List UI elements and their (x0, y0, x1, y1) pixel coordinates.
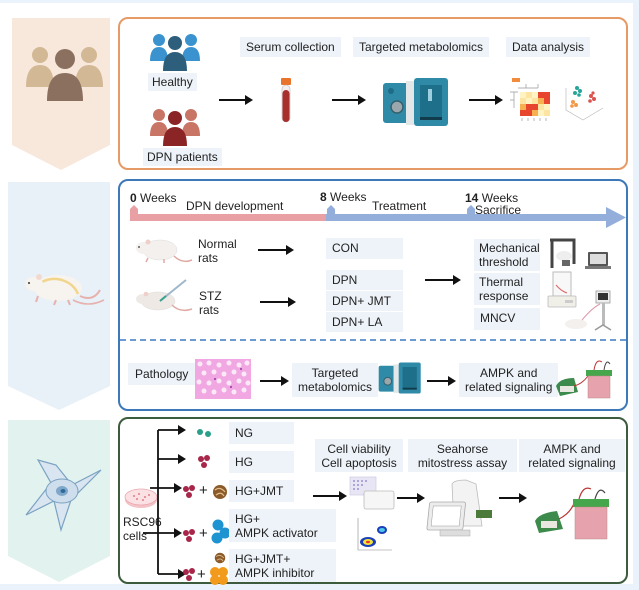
pathology-label: Pathology (128, 363, 196, 385)
timeline-mid-tick (327, 205, 335, 221)
assay-ampk-signaling: AMPK and related signaling (519, 439, 625, 472)
phase-dpn-development: DPN development (186, 199, 284, 213)
plate-reader-icon (349, 476, 395, 510)
arrow-to-data-analysis (469, 95, 503, 105)
arrow-groups-to-tests (425, 275, 461, 285)
pathology-histology-image (195, 359, 251, 399)
timeline-development-segment (130, 214, 326, 221)
healthy-group-icon (150, 34, 200, 71)
rat-mass-spectrometer-icon (378, 362, 421, 394)
arrow-normal-to-con (258, 245, 294, 255)
hg-glucose-icon (198, 455, 210, 468)
jmt-herb-icon (213, 485, 227, 499)
test-mechanical-threshold: Mechanical threshold (474, 239, 540, 271)
rat-icon (25, 274, 105, 306)
rat-section-divider (120, 339, 626, 341)
arrow-seahorse-to-ampk (499, 493, 527, 503)
arrow-conditions-to-assays (313, 491, 347, 501)
western-blot-electrophoresis-icon (535, 487, 609, 540)
arrow-metabolomics-to-ampk (427, 376, 456, 386)
group-dpn: DPN (326, 270, 403, 290)
test-thermal-response: Thermal response (474, 273, 540, 305)
condition-ng: NG (229, 422, 294, 444)
timeline-end-label: 14 Weeks (465, 191, 518, 205)
blood-tube-icon (281, 78, 291, 123)
rsc96-cells-label: RSC96 cells (123, 515, 162, 543)
arrow-to-serum (219, 95, 253, 105)
3d-scatter-icon (565, 86, 604, 121)
timeline-end-weeks: 14 (465, 191, 479, 205)
condition-hg-jmt-ampk-inhibitor: HG+JMT+ AMPK inhibitor (229, 549, 336, 582)
normal-rat-icon (136, 239, 193, 263)
timeline-mid-label: 8 Weeks (320, 190, 367, 204)
von-frey-apparatus-icon (550, 238, 611, 269)
stz-rat-injection-icon (136, 279, 193, 312)
test-mncv: MNCV (474, 308, 540, 330)
timeline-mid-weeks: 8 (320, 190, 327, 204)
jmt-herb-icon-2 (214, 552, 226, 564)
arrow-to-metabolomics (332, 95, 366, 105)
stz-rats-label: STZ rats (199, 289, 222, 317)
condition-hg-jmt: HG+JMT (229, 480, 294, 502)
hg-glucose-icon-3 (183, 529, 195, 542)
mass-spectrometer-icon (383, 78, 448, 126)
step-targeted-metabolomics: Targeted metabolomics (353, 37, 490, 57)
group-dpn-jmt: DPN+ JMT (326, 291, 403, 311)
hg-glucose-icon-4 (183, 568, 195, 581)
timeline-start-weeks: 0 (130, 191, 137, 205)
thermal-plate-icon (547, 271, 577, 308)
rat-ampk-signaling-label: AMPK and related signaling (459, 363, 559, 397)
timeline-start-unit: Weeks (140, 191, 177, 205)
dpn-patients-group-icon (150, 109, 200, 146)
dpn-patients-label: DPN patients (143, 148, 222, 166)
plus-sign: + (199, 482, 208, 499)
arrow-pathology-to-metabolomics (260, 376, 289, 386)
condition-hg-ampk-activator: HG+ AMPK activator (229, 509, 336, 542)
condition-branch-lines (143, 425, 186, 579)
phase-treatment: Treatment (372, 199, 427, 213)
timeline-end-unit: Weeks (481, 191, 519, 205)
flow-cytometry-plot-icon (357, 518, 392, 551)
mncv-equipment-icon (565, 290, 612, 331)
group-dpn-la: DPN+ LA (326, 312, 403, 332)
arrow-stz-to-groups (260, 297, 296, 307)
hg-glucose-icon-2 (183, 485, 195, 498)
timeline-arrowhead (606, 207, 626, 228)
condition-hg: HG (229, 451, 294, 473)
timeline (130, 205, 626, 228)
group-con: CON (326, 238, 403, 259)
step-serum-collection: Serum collection (240, 37, 341, 57)
petri-dish-icon (124, 488, 158, 508)
assay-cell-viability-apoptosis: Cell viability Cell apoptosis (315, 439, 403, 472)
plus-sign: + (199, 525, 208, 542)
timeline-start-label: 0 Weeks (130, 191, 177, 205)
seahorse-analyzer-icon (426, 479, 492, 537)
step-data-analysis: Data analysis (506, 37, 591, 57)
timeline-end-tick (467, 205, 475, 221)
plus-sign: + (197, 566, 206, 583)
people-group-icon (26, 47, 103, 101)
ng-glucose-icon (197, 429, 211, 437)
normal-rats-label: Normal rats (198, 237, 237, 265)
heatmap-icon (510, 78, 550, 121)
timeline-start-tick (130, 205, 138, 221)
schwann-cell-icon (25, 459, 102, 533)
rat-targeted-metabolomics-label: Targeted metabolomics (292, 363, 379, 397)
frame-top-edge (0, 0, 639, 3)
frame-bottom-edge (0, 584, 639, 590)
ampk-activator-icon (211, 519, 231, 544)
ampk-inhibitor-icon (210, 567, 228, 585)
arrow-viability-to-seahorse (397, 493, 425, 503)
frame-right-edge (633, 0, 639, 590)
phase-sacrifice: Sacrifice (475, 203, 522, 217)
assay-seahorse-mitostress: Seahorse mitostress assay (408, 439, 517, 472)
rat-western-blot-icon (556, 360, 612, 399)
timeline-mid-unit: Weeks (330, 190, 367, 204)
healthy-label: Healthy (148, 73, 197, 91)
